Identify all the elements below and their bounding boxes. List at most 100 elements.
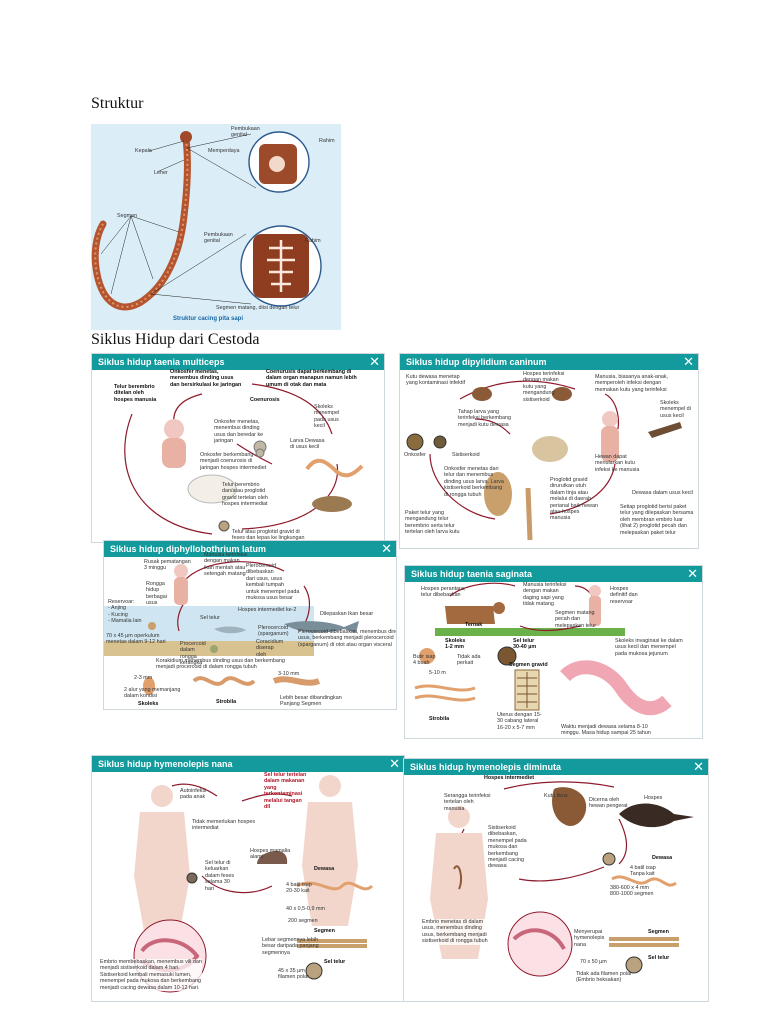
label-tidak-ada-kait: Tidak ada perkait	[457, 654, 481, 667]
label-uterus: Uterus dengan 15- 30 cabang lateral 16-2…	[497, 712, 542, 731]
label-hospes: Hospes	[644, 795, 663, 801]
panel-taenia-multiceps: Siklus hidup taenia multiceps ✕ Onkosfer…	[91, 353, 385, 543]
label-onkosfer: Onkosfer	[404, 452, 426, 458]
panel-taenia-saginata: Siklus hidup taenia saginata ✕ Hospes pe…	[404, 565, 703, 739]
label-sel-telur: Sel telur	[324, 959, 346, 965]
label-coenurus-jaringan: Onkosfer berkembang menjadi coenurosis d…	[200, 452, 267, 471]
panel-title-saginata: Siklus hidup taenia saginata	[405, 566, 702, 582]
label-ikan-besar: Ikan besar	[348, 611, 374, 617]
label-telur-berembrio: Telur berembrio dan/atau proglotid gravi…	[222, 482, 268, 508]
label-serangga-terinfeksi: Serangga terinfeksi tertelan oleh manusi…	[444, 793, 491, 812]
label-strobila: Strobila	[216, 699, 237, 705]
label-kutu-dewasa: Kutu dewasa menetap yang kontaminasi inf…	[406, 374, 466, 387]
label-paket-telur: Paket telur yang mengandung telur beremb…	[405, 510, 460, 536]
label-waktu-dewasa: Waktu menjadi dewasa selama 8-10 minggu.…	[561, 724, 651, 737]
label-segmen-matang: Segmen matang pecah dan melepaskan telur	[555, 610, 597, 629]
label-manusia-infeksi: Manusia, biasanya anak-anak, memperoleh …	[595, 374, 669, 393]
label-memperdaya: Memperdaya	[208, 148, 240, 154]
label-korakidium: Korakidium menembus dinding usus dan ber…	[156, 658, 285, 671]
label-segmen-gravid: Segmen gravid	[509, 662, 548, 668]
label-sistiserkoid: Sistiserkoid	[452, 452, 480, 458]
panel-dipylidium-caninum: Siklus hidup dipylidium caninum ✕ Kutu d…	[399, 353, 699, 549]
label-dilepaskan: Dilepaskan	[320, 611, 347, 617]
tapeworm-illustration	[91, 131, 322, 311]
label-lebih-besar: Lebih besar dibandingkan Panjang Segmen	[280, 695, 342, 708]
label-telur-proglotid: Telur atau proglotid gravid di feses dan…	[232, 529, 305, 542]
label-batil-isap: 4 batil isap Tanpa kait	[630, 865, 656, 878]
panel-title-nana: Siklus hidup hymenolepis nana	[92, 756, 404, 772]
label-skoleks-invaginasi: Skoleks invaginasi ke dalam usus kecil d…	[615, 638, 683, 657]
label-rusak-pematangan: Rusak pematangan 3 minggu	[144, 559, 191, 572]
label-manusia-terinfeksi: Manusia terinfeksi dengan makan daging s…	[523, 582, 567, 608]
close-icon[interactable]: ✕	[369, 354, 380, 369]
label-ukuran-telur: 70 x 50 µm	[580, 959, 607, 965]
label-rahim-1: Rahim	[319, 138, 335, 144]
label-ukuran-strobila: 3-10 mm	[278, 671, 300, 677]
label-segmen: Segmen	[117, 213, 138, 219]
label-setiap-proglotid: Setiap proglotid berisi paket telur yang…	[620, 504, 694, 536]
label-dewasa-usus-kecil: Dewasa dalam usus kecil	[632, 490, 693, 496]
label-embrio-menetas: Embrio menetas di dalam usus, menembus d…	[422, 919, 488, 945]
label-segmen: Segmen	[648, 929, 669, 935]
panel-hymenolepis-nana: Siklus hidup hymenolepis nana ✕ Sel telu…	[91, 755, 405, 1002]
label-lebar-segmen: Lebar segmennya lebih besar daripada pan…	[262, 937, 319, 956]
close-icon[interactable]: ✕	[687, 566, 698, 581]
label-kepala: Kepala	[135, 148, 152, 154]
label-tidak-memerlukan: Tidak memerlukan hospes intermediat	[192, 819, 256, 832]
label-pembukaan-genital-1: Pembukaan genital	[231, 126, 260, 139]
label-manusia-terinfeksi: Manusia terinfeksi dengan makan ikan men…	[204, 552, 248, 578]
saginata-diagram	[414, 582, 672, 716]
panel-diphyllobothrium-latum: Siklus hidup diphyllobothrium latum ✕ Ma…	[103, 540, 397, 710]
label-hospes-intermediet-2: Hospes intermediet ke-2	[238, 607, 297, 613]
panel-title-dipylidium: Siklus hidup dipylidium caninum	[400, 354, 698, 370]
figure-caption: Struktur cacing pita sapi	[173, 316, 244, 322]
label-alur: 2 alur yang memanjang dalam kondisi	[124, 687, 181, 700]
label-dewasa: Dewasa	[652, 855, 673, 861]
panel-hymenolepis-diminuta: Siklus hidup hymenolepis diminuta ✕ Hosp…	[403, 758, 709, 1002]
label-skoleks: Skoleks	[138, 701, 159, 707]
label-ukuran-dewasa: 380-600 x 4 mm 800-1000 segmen	[610, 885, 654, 898]
label-skoleks: Skoleks menempel pada usus kecil	[314, 404, 340, 430]
close-icon[interactable]: ✕	[683, 354, 694, 369]
label-batil-isap: 4 batil isap 20-30 kait	[286, 882, 312, 895]
label-kutu-tikus: Kutu tikus	[544, 793, 568, 799]
label-ukuran-dewasa: 40 x 0,5-0,9 mm	[286, 906, 325, 912]
label-sel-telur-keluar: Sel telur di keluarkan dalam feses selam…	[205, 860, 235, 892]
multiceps-diagram	[124, 383, 364, 535]
label-leher: Leher	[154, 170, 168, 176]
label-plerocercoid-dibebaskan: Plerocercoid dibebaskan dari usus, usus …	[246, 563, 300, 602]
label-plerocercoid-sparganum: Plerocercoid (sparganum)	[258, 625, 289, 638]
label-onkosfer-beredar: Onkosfer menetas, menembus dinding usus …	[214, 419, 264, 445]
label-reservoar: Reservoar: - Anjing - Kucing - Mamalia l…	[108, 599, 142, 625]
label-sel-telur: Sel telur	[200, 615, 220, 621]
label-skoleks: Skoleks 1-2 mm	[445, 638, 466, 651]
close-icon[interactable]: ✕	[381, 541, 392, 556]
label-sistiserkoid: Sistiserkoid dibebaskan, menempel pada m…	[488, 825, 527, 870]
label-autoinfeksi: Autoinfeksi pada anak	[180, 788, 207, 801]
close-icon[interactable]: ✕	[693, 759, 704, 774]
label-tahap-larva: Tahap larva yang terinfeksi berkembang m…	[458, 409, 512, 428]
panel-title-multiceps: Siklus hidup taenia multiceps	[92, 354, 384, 370]
label-telur-operkulum: 70 x 45 µm operkulum menetas dalam 9-12 …	[106, 633, 166, 646]
label-sel-telur: Sel telur	[648, 955, 670, 961]
label-plerocercoid-otot: Plerocercoid dibebaskan, menembus dindin…	[298, 629, 396, 648]
label-coenurosis: Coenurosis	[250, 397, 280, 403]
label-rongga-hidup: Rongga hidup berbagai usus	[146, 581, 167, 607]
label-coracidium: Coracidium diserap oleh	[256, 639, 284, 658]
dipylidium-diagram	[406, 380, 682, 541]
label-hospes-mamalia: Hospes mamalia alami	[250, 848, 291, 861]
label-ukuran-telur: 45 x 35 µm filamen polar	[278, 968, 309, 981]
label-strobila: Strobila	[429, 716, 450, 722]
label-dewasa: Dewasa	[314, 866, 335, 872]
label-onkosfer-menetas: Onkosfer menetas, menembus dinding usus …	[170, 369, 242, 388]
heading-siklus-hidup: Siklus Hidup dari Cestoda	[91, 331, 260, 348]
label-hospes-definitif: Hospes definitif dan reservoar	[610, 586, 638, 605]
label-segmen-matang: Segmen matang, diisi dengan telur	[216, 305, 300, 311]
label-proglotid-gravid: Proglotid gravid dirurutkan utuh dalam t…	[550, 477, 598, 522]
label-ukuran-skoleks: 2-3 mm	[134, 675, 153, 681]
diphyllobothrium-diagram	[104, 561, 359, 695]
label-filamen-polar: Tidak ada filamen polar (Embrio heksakan…	[576, 971, 632, 984]
close-icon[interactable]: ✕	[389, 756, 400, 771]
struktur-figure: Kepala Memperdaya Leher Segmen Pembukaan…	[91, 124, 341, 330]
label-sel-telur: Sel telur 30-40 µm	[513, 638, 537, 651]
